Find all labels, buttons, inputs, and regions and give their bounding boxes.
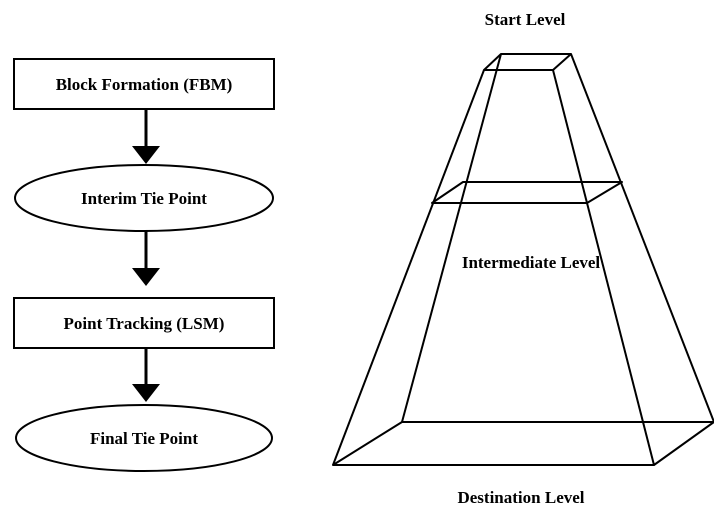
flow-step-box (13, 58, 275, 110)
flow-step-ellipse (14, 164, 274, 232)
flow-step-final-tie-point: Final Tie Point (15, 404, 273, 472)
flow-step-point-tracking: Point Tracking (LSM) (13, 297, 275, 349)
pyramid-edge-front-left (332, 69, 485, 466)
flow-arrowhead (132, 268, 160, 286)
flow-step-box (13, 297, 275, 349)
pyramid-edge-front-right (552, 69, 655, 466)
destination-level-label: Destination Level (457, 488, 584, 507)
pyramid-edge-back-right (570, 53, 714, 423)
flow-step-label: Final Tie Point (90, 429, 198, 448)
pyramid-destination-level-plane (332, 421, 714, 466)
flow-arrowhead (132, 146, 160, 164)
flow-step-interim-tie-point: Interim Tie Point (14, 164, 274, 232)
flow-arrow-3 (132, 348, 160, 402)
flow-arrow-1 (132, 109, 160, 164)
pyramid (332, 53, 714, 466)
flow-step-label: Block Formation (FBM) (56, 75, 233, 94)
pyramid-intermediate-level-plane (431, 181, 623, 204)
flow-step-ellipse (15, 404, 273, 472)
flow-step-label: Point Tracking (LSM) (64, 314, 225, 333)
flowchart: Block Formation (FBM) Interim Tie Point … (13, 58, 275, 472)
pyramid-edge-back-left (401, 53, 502, 423)
start-level-label: Start Level (485, 10, 566, 29)
flow-arrowhead (132, 384, 160, 402)
intermediate-level-label: Intermediate Level (462, 253, 601, 272)
flow-step-label: Interim Tie Point (81, 189, 207, 208)
flow-arrow-2 (132, 231, 160, 286)
flow-step-block-formation: Block Formation (FBM) (13, 58, 275, 110)
